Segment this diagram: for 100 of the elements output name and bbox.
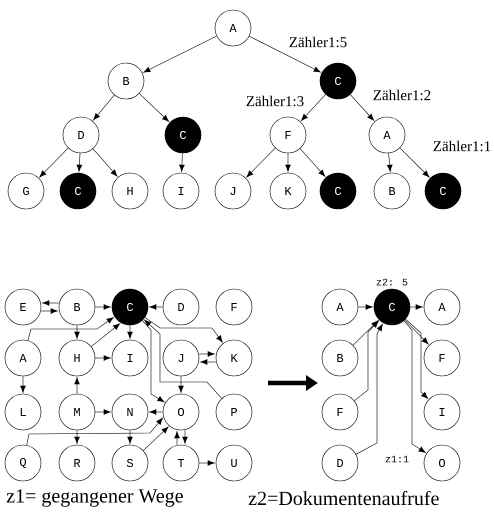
circle-node: L [4, 394, 42, 430]
arrow [350, 94, 374, 121]
circle-node: P [216, 394, 252, 430]
arrow [400, 148, 430, 178]
circle-node: F [270, 116, 306, 154]
arrow [142, 320, 165, 402]
circle-node: D [62, 116, 100, 154]
arrow [199, 460, 215, 466]
edge-label: Zähler1:5 [288, 36, 348, 48]
arrow [93, 94, 115, 120]
arrow [178, 376, 184, 393]
circle-node: I [112, 340, 148, 376]
arrow [28, 317, 114, 341]
legend-note: z2=Dokumentenaufrufe [248, 490, 439, 506]
circle-node: B [374, 172, 410, 210]
circle-node: O [424, 444, 460, 482]
arrow [358, 304, 373, 310]
arrow [285, 153, 291, 172]
circle-node: H [58, 340, 96, 376]
arrow [127, 430, 133, 444]
filled-circle-node: C [424, 172, 462, 210]
arrow [144, 320, 222, 399]
arrow [386, 152, 392, 172]
circle-node: K [270, 172, 306, 210]
circle-node: A [368, 116, 406, 154]
circle-node: A [424, 288, 460, 326]
arrow [356, 324, 383, 455]
circle-node: S [112, 444, 148, 482]
arrow [179, 152, 185, 172]
circle-node: O [162, 394, 200, 430]
edge-label: Zähler1:3 [245, 95, 305, 107]
arrow [404, 320, 426, 453]
arrow [95, 355, 111, 361]
circle-node: N [112, 394, 148, 430]
circle-node: B [58, 288, 96, 326]
edge-label: Zähler1:2 [372, 89, 432, 101]
arrow [20, 376, 26, 393]
filled-circle-node: C [374, 288, 410, 326]
arrow [143, 36, 217, 73]
circle-node: I [424, 394, 460, 430]
circle-node: M [58, 394, 96, 430]
circle-node: F [322, 394, 358, 430]
arrow [90, 323, 120, 347]
arrow [143, 426, 169, 451]
node-caption: z2: 5 [376, 278, 408, 286]
circle-node: R [58, 444, 96, 482]
arrow [354, 320, 379, 401]
circle-node: U [216, 444, 252, 482]
circle-node: B [108, 62, 144, 100]
arrow [182, 430, 188, 444]
arrow [74, 430, 80, 444]
circle-node: F [424, 340, 460, 376]
circle-node: K [216, 340, 252, 376]
circle-node: Q [4, 444, 42, 482]
filled-circle-node: C [60, 172, 96, 210]
filled-circle-node: C [112, 288, 148, 326]
circle-node: A [4, 340, 42, 376]
arrow [300, 94, 326, 121]
filled-circle-node: C [320, 172, 356, 210]
arrow [41, 308, 58, 314]
circle-node: D [162, 288, 200, 326]
circle-node: D [322, 444, 358, 482]
circle-node: J [214, 172, 252, 210]
arrow [200, 359, 216, 365]
arrow [92, 148, 118, 177]
circle-node: T [162, 444, 200, 482]
circle-node: A [322, 288, 358, 326]
arrow [246, 148, 276, 178]
circle-node: J [162, 340, 200, 376]
arrow [74, 325, 80, 339]
arrow [404, 320, 429, 344]
arrow [144, 317, 223, 343]
arrow [42, 300, 59, 306]
arrow [149, 409, 163, 415]
arrow [300, 148, 326, 177]
arrow [76, 152, 82, 172]
circle-node: I [162, 172, 200, 210]
arrow [39, 148, 68, 178]
arrow [149, 304, 163, 310]
arrow [405, 318, 428, 399]
filled-circle-node: C [320, 62, 356, 100]
arrow [410, 304, 423, 310]
circle-node: G [8, 172, 44, 210]
arrow [174, 431, 180, 445]
circle-node: A [214, 10, 252, 46]
legend-note: z1= gegangener Wege [6, 489, 183, 507]
arrow [95, 304, 111, 310]
circle-node: H [112, 172, 148, 210]
arrow [127, 325, 133, 339]
circle-node: F [216, 288, 252, 326]
arrow [26, 418, 163, 446]
edge-label: z1:1 [384, 455, 410, 463]
circle-node: E [4, 288, 42, 326]
edge-label: Zähler1:1 [432, 140, 492, 152]
arrow [74, 377, 80, 394]
arrow [199, 351, 215, 357]
filled-circle-node: C [164, 116, 202, 154]
arrow [138, 93, 170, 122]
arrow [249, 36, 321, 72]
arrow [95, 409, 111, 415]
